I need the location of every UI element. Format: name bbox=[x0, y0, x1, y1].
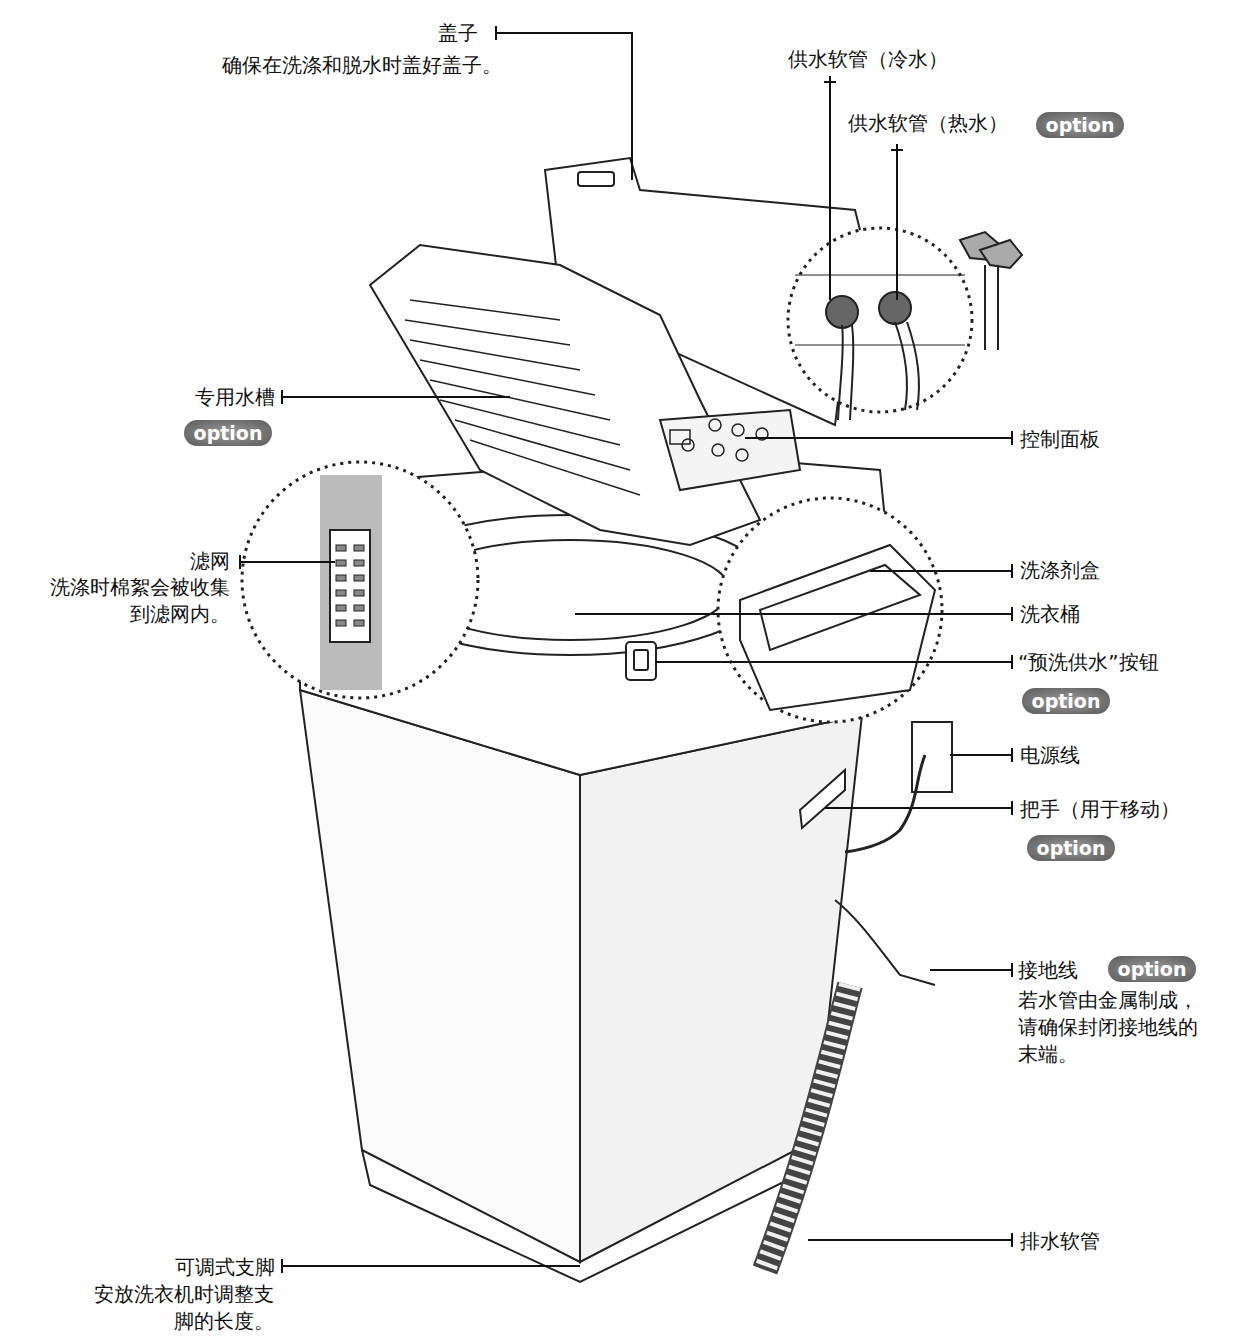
machine-body-right-face bbox=[580, 715, 862, 1262]
prewash-button bbox=[626, 642, 656, 680]
part-label: 专用水槽 bbox=[165, 384, 275, 411]
part-label: 安放洗衣机时调整支 脚的长度。 bbox=[78, 1281, 274, 1335]
machine-body-left-face bbox=[300, 690, 580, 1262]
option-badge: option bbox=[1027, 835, 1115, 861]
part-label: 接地线 bbox=[1018, 957, 1098, 984]
option-badge: option bbox=[1108, 956, 1196, 982]
part-label: 可调式支脚 bbox=[140, 1254, 275, 1281]
lid-handle bbox=[578, 172, 614, 186]
part-label: 确保在洗涤和脱水时盖好盖子。 bbox=[130, 52, 502, 79]
leader-lines bbox=[240, 26, 1012, 1273]
part-label: 供水软管（冷水） bbox=[788, 46, 998, 73]
prewash-button-inner bbox=[634, 650, 648, 670]
power-cord bbox=[845, 755, 925, 852]
detergent-detail-circle bbox=[718, 498, 942, 722]
detergent-drawer-inner bbox=[760, 565, 920, 650]
water-taps bbox=[960, 232, 1022, 350]
part-label: 电源线 bbox=[1020, 742, 1120, 769]
option-badge: option bbox=[184, 420, 272, 446]
detergent-drawer bbox=[740, 545, 935, 710]
part-label: 洗衣桶 bbox=[1020, 601, 1120, 628]
option-badge: option bbox=[1022, 688, 1110, 714]
filter-detail-circle bbox=[242, 462, 478, 698]
panel-buttons bbox=[670, 419, 768, 461]
inlet-hoses bbox=[795, 275, 965, 420]
drain-hose-ribs bbox=[765, 985, 850, 1270]
part-label: 若水管由金属制成， 请确保封闭接地线的 末端。 bbox=[1018, 987, 1214, 1068]
filter-detail-strip bbox=[320, 475, 382, 690]
filter-holes bbox=[336, 545, 364, 626]
part-label: “预洗供水”按钮 bbox=[1018, 649, 1228, 676]
hose-detail-circle bbox=[788, 228, 972, 412]
filter-net bbox=[330, 530, 370, 642]
side-handle bbox=[800, 770, 845, 828]
part-label: 排水软管 bbox=[1020, 1228, 1140, 1255]
part-label: 洗涤剂盒 bbox=[1020, 557, 1140, 584]
part-label: 控制面板 bbox=[1020, 426, 1140, 453]
option-badge: option bbox=[1036, 112, 1124, 138]
control-panel bbox=[660, 410, 800, 490]
part-label: 盖子 bbox=[438, 20, 508, 47]
machine-base bbox=[362, 1140, 815, 1282]
part-label: 洗涤时棉絮会被收集 到滤网内。 bbox=[38, 574, 230, 628]
part-label: 滤网 bbox=[168, 548, 230, 575]
ground-wire bbox=[835, 900, 935, 985]
part-label: 把手（用于移动） bbox=[1020, 796, 1230, 823]
drain-hose bbox=[765, 985, 850, 1270]
part-label: 供水软管（热水） bbox=[848, 110, 1038, 137]
